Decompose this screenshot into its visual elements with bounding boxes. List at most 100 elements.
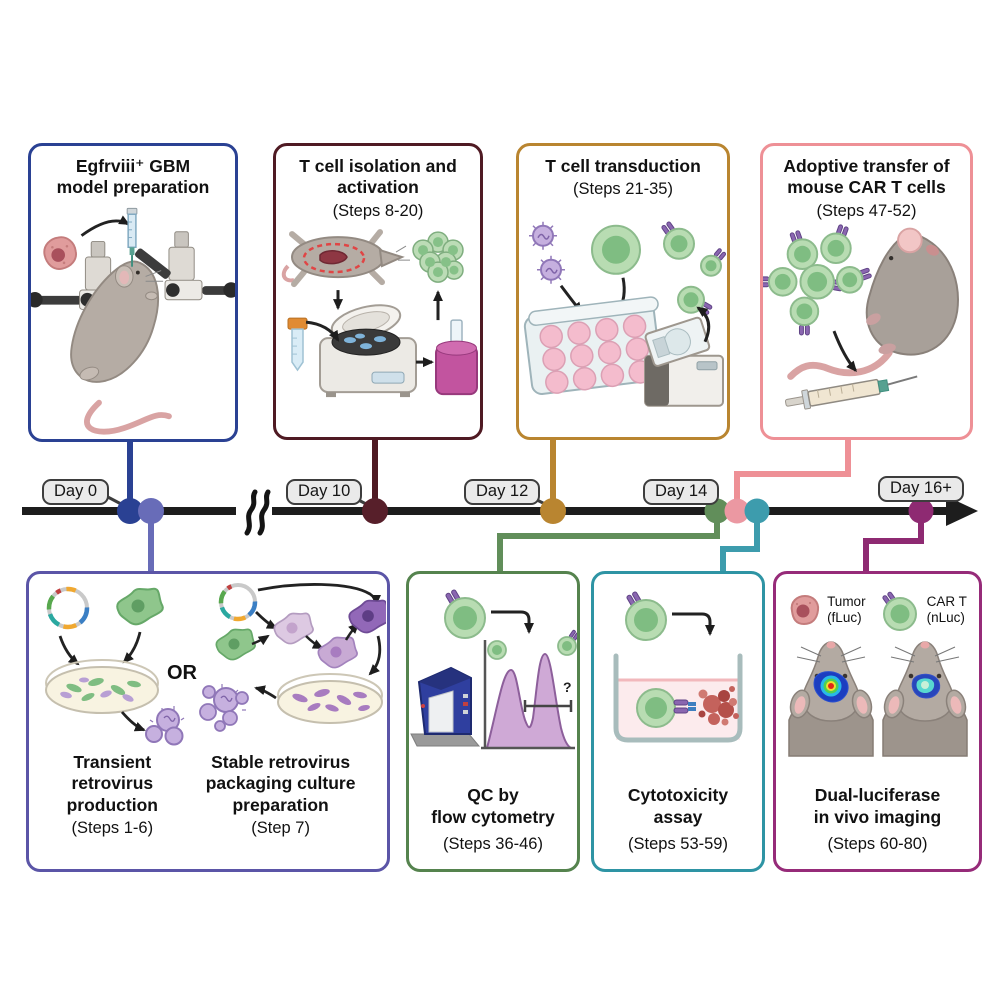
- dot-transfer: [724, 498, 750, 524]
- t-cell-icon: [591, 225, 641, 276]
- day-label-12: Day 12: [464, 479, 541, 505]
- bioluminescence-heatmap-icon: [911, 673, 940, 699]
- arrow-icon: [491, 610, 534, 634]
- box-title: Cytotoxicity assay (Steps 53-59): [627, 784, 729, 854]
- t-cell-icon: [487, 640, 507, 660]
- car-t-cell-icon: [789, 296, 820, 336]
- day-label-16plus: Day 16+: [878, 476, 964, 502]
- timeline-arrowhead-icon: [946, 496, 978, 526]
- axis-break-icon: [236, 489, 272, 536]
- mouse-in-frame-icon: [70, 260, 172, 435]
- transduction-instrument-icon: [644, 317, 724, 408]
- box-t-cell-isolation: T cell isolation and activation (Steps 8…: [273, 143, 483, 440]
- car-t-cluster-icon: [763, 224, 872, 336]
- shaved-head-spot: [897, 227, 923, 254]
- selected-cell-icon: [317, 636, 358, 669]
- stereotaxic-injection-illustration: [31, 207, 235, 435]
- car-t-cell-icon: [835, 265, 872, 294]
- arrow-icon: [368, 635, 382, 676]
- t-cell-icon: [636, 688, 676, 728]
- caption-stable: Stable retrovirus packaging culture prep…: [205, 752, 356, 838]
- car-t-cell-icon: [444, 589, 486, 639]
- flow-cytometer-icon: [410, 666, 481, 747]
- packaging-cell-icon: [215, 628, 256, 661]
- tumor-cell-icon: [43, 235, 77, 270]
- box-cytotoxicity-assay: Cytotoxicity assay (Steps 53-59): [591, 571, 765, 872]
- centrifuge-icon: [319, 304, 417, 397]
- box-gbm-model-preparation: Egfrviii⁺ GBM model preparation: [28, 143, 238, 442]
- box-retrovirus-production: OR Transient retrovirus production (Step…: [26, 571, 390, 872]
- virus-cluster-icon: [199, 684, 249, 732]
- arrow-icon: [305, 320, 340, 342]
- transfer-illustration: [763, 224, 959, 410]
- day-label-0: Day 0: [42, 479, 110, 505]
- petri-dish-icon: [45, 659, 159, 714]
- mouse-head-fluc: [787, 641, 874, 757]
- connector-cytotox: [720, 513, 760, 573]
- isolation-illustration: [281, 228, 478, 397]
- box-title: T cell isolation and activation (Steps 8…: [299, 156, 457, 220]
- arrow-icon: [58, 635, 80, 666]
- stable-cell-icon: [348, 599, 386, 634]
- or-label: OR: [167, 662, 197, 684]
- tumor-cell-icon: [790, 594, 820, 626]
- legend-tumor-label: Tumor: [827, 594, 866, 610]
- car-t-cell-icon: [786, 230, 819, 270]
- mouse-icon: [787, 227, 959, 380]
- virus-icon: [537, 256, 565, 285]
- legend-cart-sub: (nLuc): [926, 610, 965, 625]
- supine-mouse-icon: [281, 228, 410, 287]
- retrovirus-illustration: [45, 582, 386, 746]
- box-qc-flow-cytometry: ? QC by flow cytometry (Steps 36-46): [406, 571, 580, 872]
- mouse-head-nluc: [881, 641, 968, 757]
- box-adoptive-transfer: Adoptive transfer of mouse CAR T cells (…: [760, 143, 973, 440]
- dot-isolation: [362, 498, 388, 524]
- syringe-icon: [784, 375, 918, 410]
- dot-imaging: [908, 498, 934, 524]
- connector-transfer: [734, 439, 851, 504]
- legend-cart: CAR T (nLuc): [878, 588, 967, 632]
- car-t-cell-icon: [677, 286, 713, 316]
- arrow-icon: [80, 215, 130, 237]
- box-title: Egfrviii⁺ GBM model preparation: [56, 156, 210, 198]
- transduction-illustration: [523, 221, 727, 408]
- box-title: T cell transduction (Steps 21-35): [545, 156, 701, 199]
- car-t-cell-icon: [882, 591, 917, 631]
- well-plate-icon: [523, 296, 663, 396]
- gate-bracket: [523, 700, 573, 712]
- petri-dish-icon: [277, 673, 383, 724]
- legend-tumor-sub: (fLuc): [827, 610, 862, 625]
- packaging-cell-icon: [116, 587, 164, 626]
- caption-transient: Transient retrovirus production (Steps 1…: [66, 752, 158, 838]
- arrow-icon: [672, 612, 715, 636]
- arrow-icon: [257, 583, 381, 606]
- box-dual-luciferase-imaging: Tumor (fLuc) CAR T (nLuc): [773, 571, 982, 872]
- transfected-cell-icon: [273, 612, 314, 645]
- dot-retrovirus: [138, 498, 164, 524]
- car-t-cell-icon: [557, 629, 577, 656]
- connector-qc: [497, 513, 720, 573]
- box-title: Adoptive transfer of mouse CAR T cells (…: [783, 156, 950, 220]
- falcon-tube-icon: [287, 317, 308, 372]
- dying-tumor-cell-icon: [698, 686, 739, 726]
- day-label-10: Day 10: [286, 479, 363, 505]
- virus-cluster-icon: [145, 706, 185, 746]
- arrow-icon: [122, 631, 142, 664]
- question-mark-label: ?: [563, 679, 572, 695]
- bioluminescence-heatmap-icon: [813, 671, 848, 703]
- arrow-icon: [832, 330, 857, 372]
- dot-transduction: [540, 498, 566, 524]
- imaging-mice-illustration: [787, 641, 968, 757]
- legend-cart-label: CAR T: [926, 594, 967, 610]
- imaging-legend: Tumor (fLuc) CAR T (nLuc): [776, 588, 979, 632]
- car-t-cell-icon: [700, 248, 727, 278]
- legend-tumor: Tumor (fLuc): [788, 593, 866, 627]
- car-t-cell-icon: [763, 266, 798, 297]
- plasmid-icon: [218, 582, 258, 622]
- arrow-icon: [305, 635, 324, 650]
- car-t-cell-icon: [661, 221, 695, 261]
- box-title: Dual-luciferase in vivo imaging (Steps 6…: [813, 784, 942, 854]
- t-cell-cluster-icon: [412, 231, 464, 283]
- box-t-cell-transduction: T cell transduction (Steps 21-35): [516, 143, 730, 440]
